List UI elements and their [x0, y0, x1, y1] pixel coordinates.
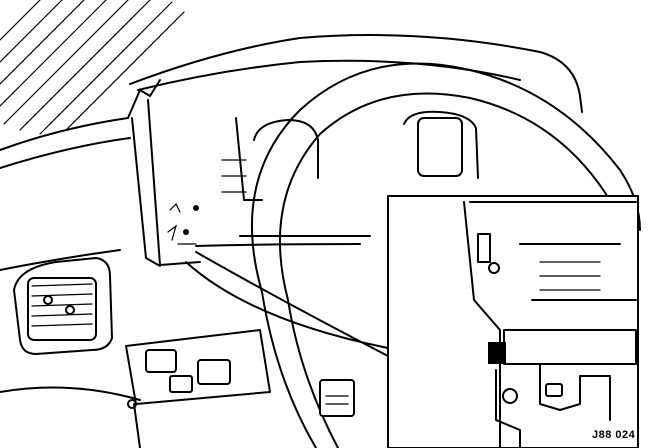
switch-panel [0, 329, 355, 448]
steering-wheel [251, 62, 641, 448]
warning-lamps [167, 202, 199, 245]
gauge-cluster [195, 110, 479, 247]
windscreen-hatching [0, 0, 185, 135]
dashboard-top [0, 79, 161, 271]
air-vent [13, 257, 113, 355]
leader-lines [185, 251, 389, 357]
detail-inset [387, 195, 639, 448]
figure-reference-code: J88 024 [592, 429, 636, 441]
